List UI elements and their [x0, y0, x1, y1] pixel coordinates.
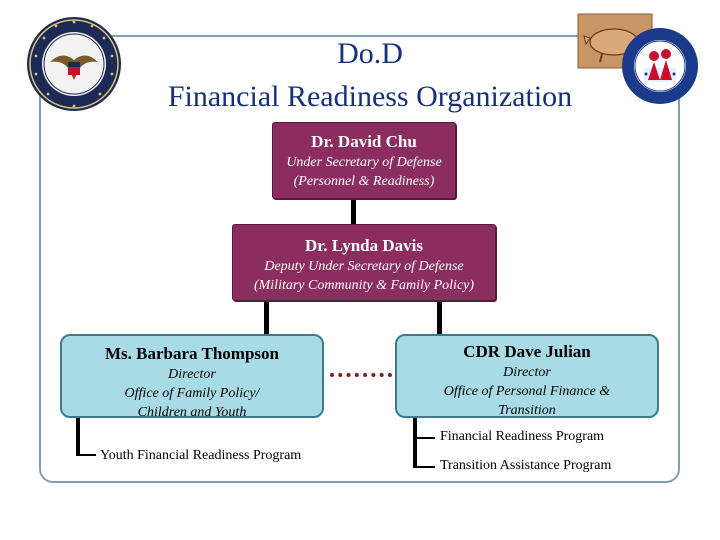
role-line: Director [168, 367, 216, 382]
name-dave-julian: CDR Dave Julian [463, 342, 591, 361]
connector-julian-programs [413, 418, 417, 468]
name-david-chu: Dr. David Chu [311, 132, 417, 151]
dod-seal-icon [27, 17, 121, 111]
connector-davis-thompson [264, 301, 269, 334]
mcfp-seal-icon [577, 13, 698, 104]
role-line: (Personnel & Readiness) [293, 174, 435, 189]
program-financial-readiness: Financial Readiness Program [440, 429, 605, 444]
page-title-line2: Financial Readiness Organization [167, 80, 573, 113]
name-barbara-thompson: Ms. Barbara Thompson [105, 344, 279, 363]
name-lynda-davis: Dr. Lynda Davis [305, 236, 423, 255]
program-transition-assistance: Transition Assistance Program [440, 458, 612, 473]
dotted-link [330, 373, 392, 377]
org-box-dave-julian: CDR Dave Julian Director Office of Perso… [395, 334, 659, 418]
role-line: Transition [498, 403, 556, 418]
connector-davis-julian [437, 301, 442, 334]
role-line: Director [503, 365, 551, 380]
connector-julian-program1-arm [413, 437, 435, 439]
connector-chu-davis [351, 199, 356, 224]
connector-thompson-program [76, 418, 80, 456]
role-line: (Military Community & Family Policy) [253, 278, 475, 293]
org-box-lynda-davis: Dr. Lynda Davis Deputy Under Secretary o… [232, 224, 496, 301]
connector-thompson-program-arm [76, 454, 96, 456]
program-youth-financial-readiness: Youth Financial Readiness Program [100, 448, 302, 463]
role-line: Office of Personal Finance & [443, 384, 611, 399]
org-box-david-chu: Dr. David Chu Under Secretary of Defense… [272, 122, 456, 199]
role-line: Office of Family Policy/ [124, 386, 260, 401]
role-line: Under Secretary of Defense [286, 155, 442, 170]
connector-julian-program2-arm [413, 466, 435, 468]
org-box-barbara-thompson: Ms. Barbara Thompson Director Office of … [60, 334, 324, 420]
slide-frame [39, 35, 680, 483]
role-line: Deputy Under Secretary of Defense [264, 259, 464, 274]
role-line: Children and Youth [137, 405, 247, 420]
page-title-line1: Do.D [337, 37, 403, 70]
